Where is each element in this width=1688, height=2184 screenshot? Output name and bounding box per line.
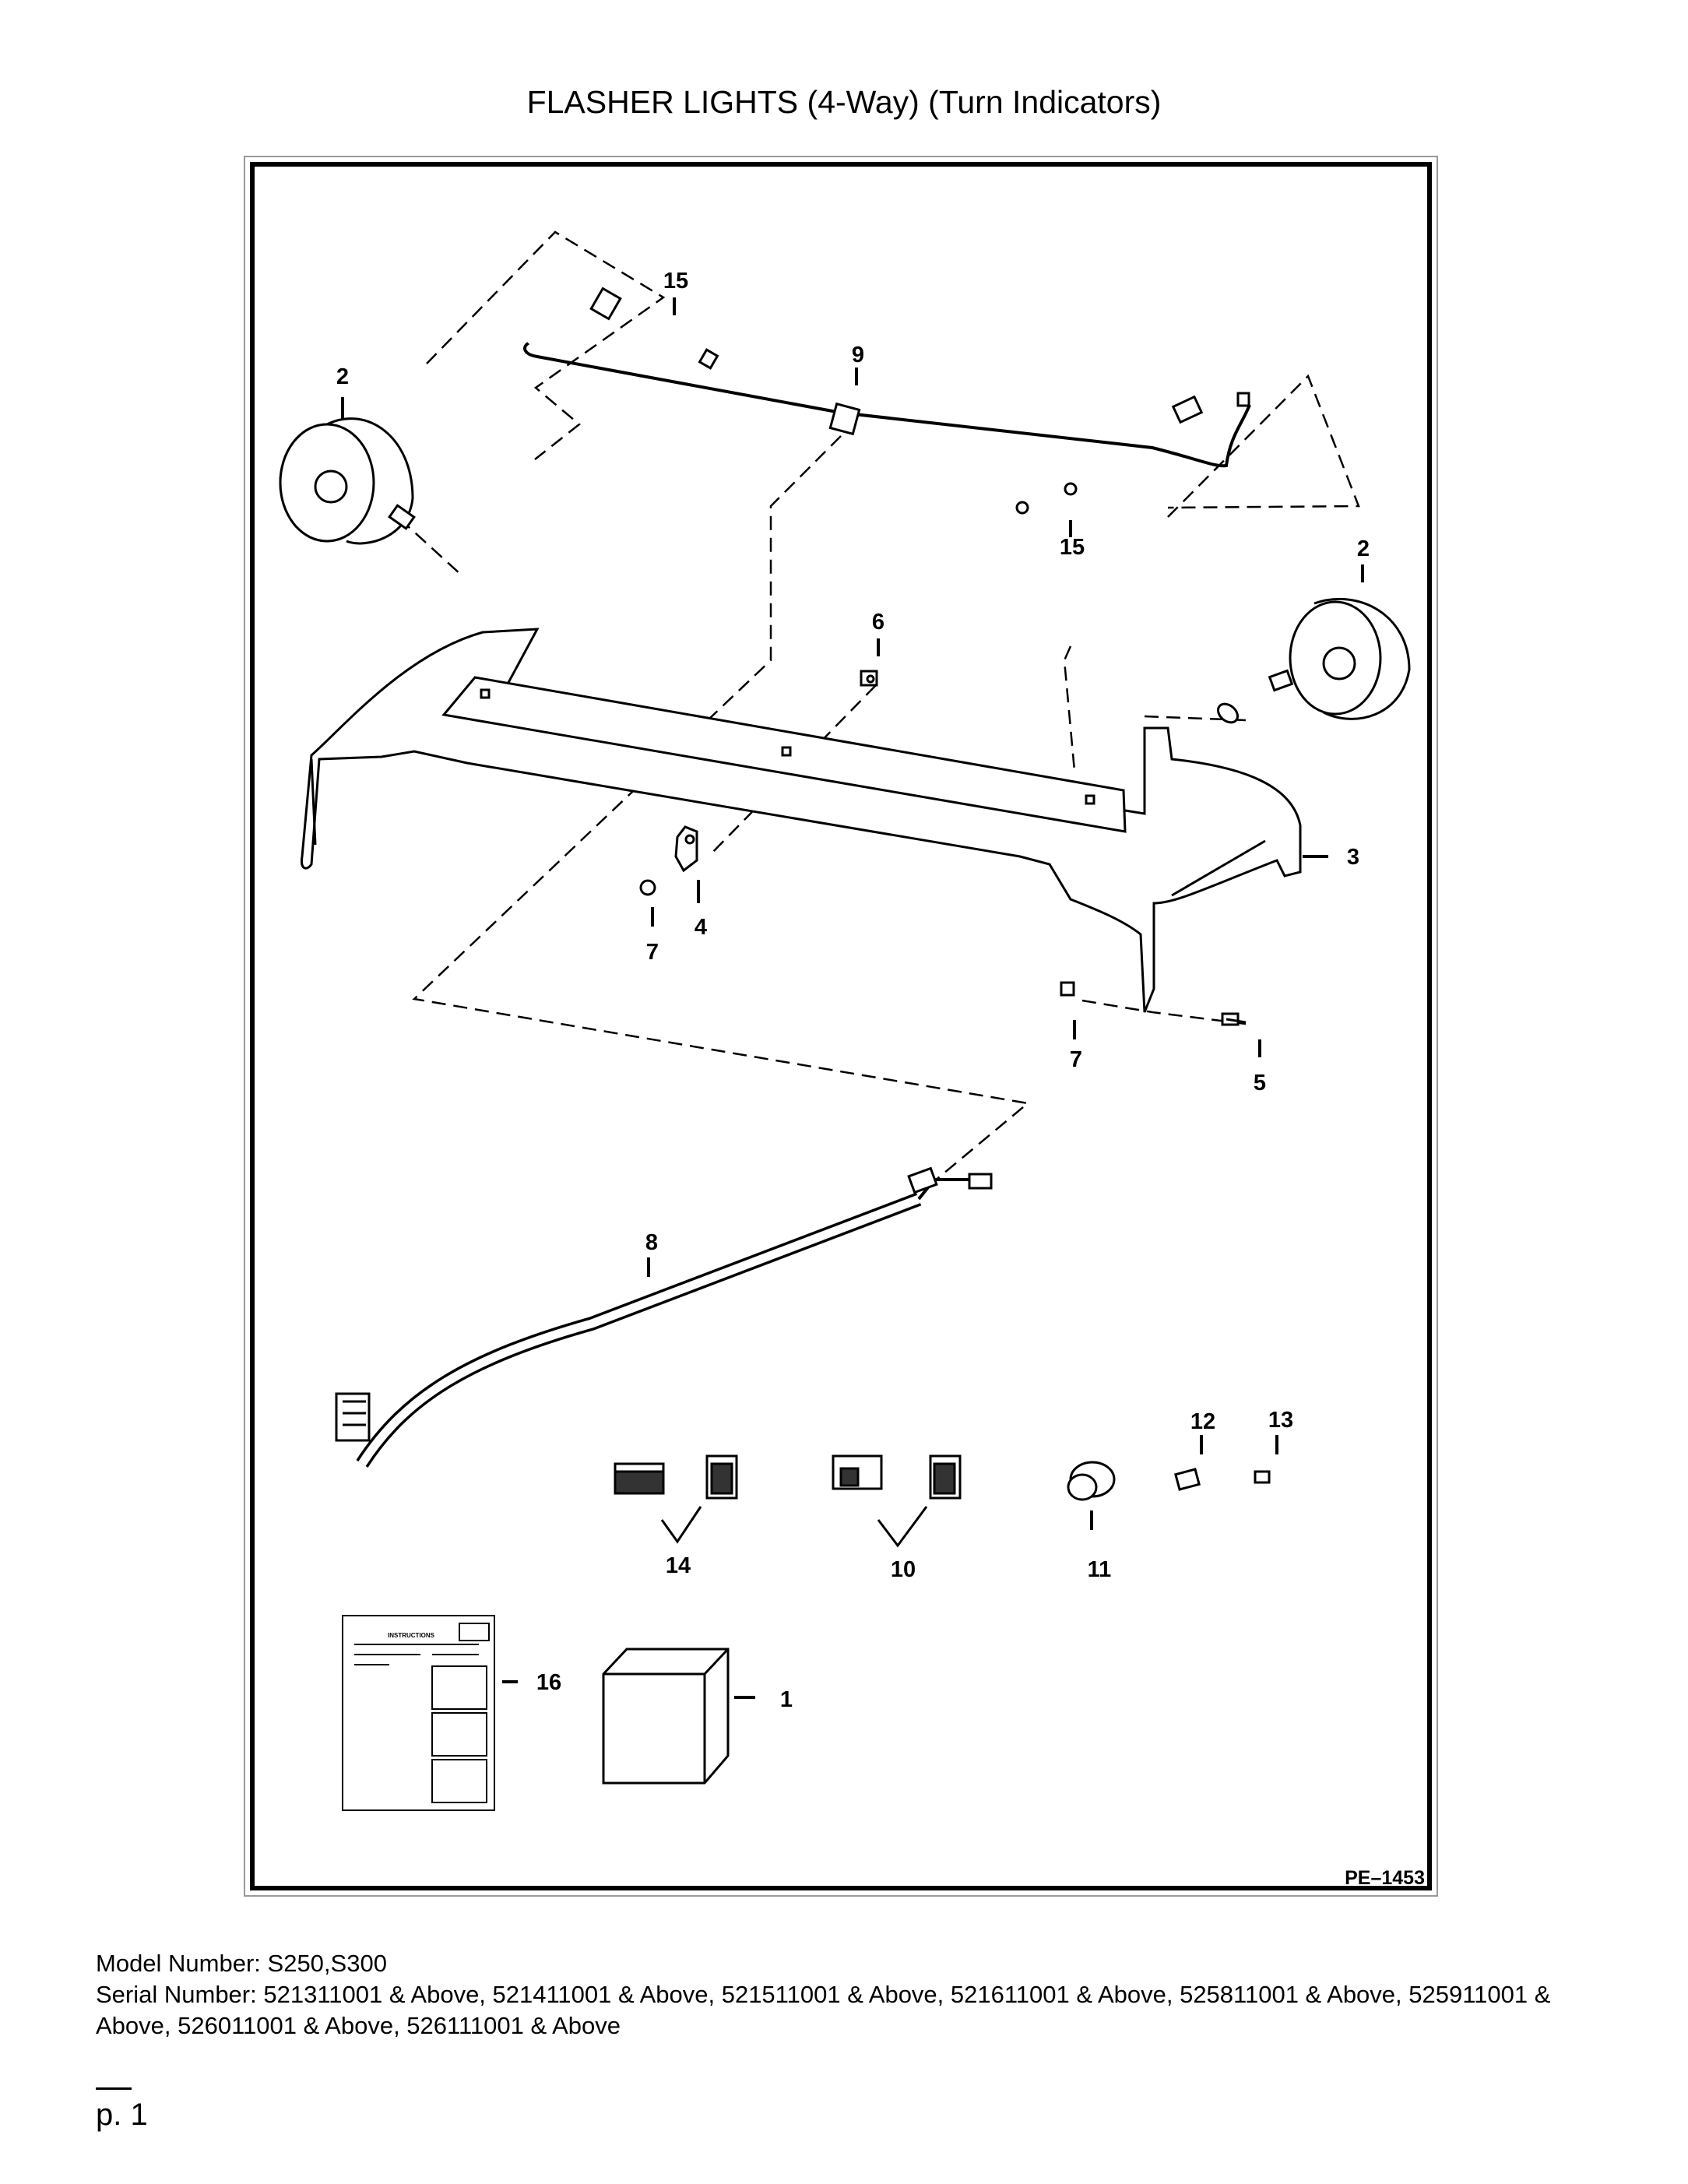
diagram-frame <box>250 162 1432 1890</box>
page-title: FLASHER LIGHTS (4-Way) (Turn Indicators) <box>526 84 1162 120</box>
model-number: Model Number: S250,S300 <box>96 1950 387 1977</box>
flasher-fuse-terminal <box>1067 1461 1271 1501</box>
left-flasher-light <box>279 417 416 545</box>
rocker-switches <box>614 1454 962 1548</box>
callout-15-upper: 15 <box>663 269 688 294</box>
instruction-sheet <box>342 1615 495 1811</box>
callout-leaders <box>341 297 1364 1699</box>
callout-13: 13 <box>1268 1408 1293 1433</box>
callout-3: 3 <box>1347 845 1359 870</box>
callout-2-right: 2 <box>1357 536 1370 561</box>
callout-6: 6 <box>872 610 884 635</box>
lower-harness <box>335 1166 993 1468</box>
callout-15-lower: 15 <box>1060 535 1085 560</box>
callout-4: 4 <box>695 915 707 940</box>
mounting-bracket <box>300 628 1302 1013</box>
callout-11: 11 <box>1088 1557 1112 1582</box>
page-number-rule <box>96 2087 132 2090</box>
page-number: p. 1 <box>96 2098 148 2132</box>
callout-5: 5 <box>1254 1071 1266 1096</box>
instruction-sheet-heading: INSTRUCTIONS <box>388 1632 435 1639</box>
hardware <box>639 670 1247 1026</box>
callout-labels: 15 9 2 15 2 6 3 7 4 7 5 8 12 13 14 10 11… <box>336 269 1370 1712</box>
callout-14: 14 <box>666 1553 691 1578</box>
callout-7-left: 7 <box>646 940 659 965</box>
diagram-outer-border <box>244 156 1438 1897</box>
callout-8: 8 <box>645 1230 658 1255</box>
callout-12: 12 <box>1190 1409 1215 1434</box>
serial-number: Serial Number: 521311001 & Above, 521411… <box>96 1981 1551 2039</box>
callout-16: 16 <box>536 1670 561 1695</box>
drawing-code: PE–1453 <box>1345 1867 1425 1889</box>
callout-9: 9 <box>852 343 864 368</box>
callout-7-right: 7 <box>1070 1047 1082 1072</box>
callout-1: 1 <box>780 1687 793 1712</box>
callout-10: 10 <box>891 1557 916 1582</box>
upper-harness <box>523 287 1251 515</box>
right-flasher-light <box>1216 597 1411 724</box>
kit-box <box>602 1648 730 1785</box>
callout-2-left: 2 <box>336 364 349 389</box>
